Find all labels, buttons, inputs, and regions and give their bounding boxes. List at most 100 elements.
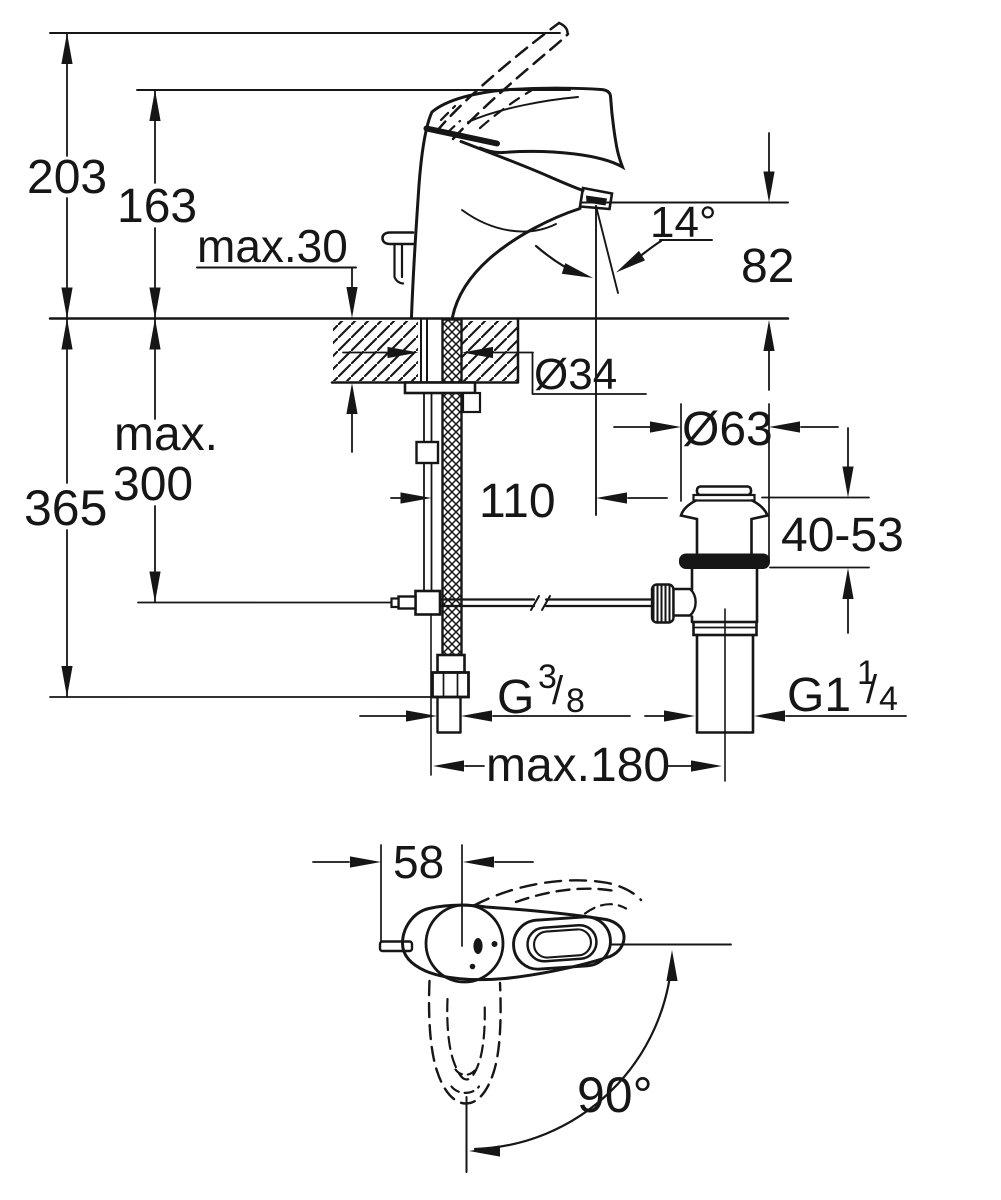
arrowhead xyxy=(650,421,681,433)
dim-label-g114-num: 1 xyxy=(857,654,876,692)
hose-ferrule xyxy=(436,653,466,674)
plan-dot-right xyxy=(491,941,498,947)
arrowhead xyxy=(433,760,464,772)
dim-203-365 xyxy=(61,32,73,698)
side-view-labels: 203 163 max.30 14° 82 Ø34 max. 300 365 1… xyxy=(24,151,904,792)
dim-label-g38-num: 3 xyxy=(538,658,557,696)
dim-label-g114-prefix: G1 xyxy=(787,669,851,722)
hose-hex-nut xyxy=(431,671,470,699)
spout-inner-contour xyxy=(461,209,557,233)
body-back-edge xyxy=(410,111,433,319)
dim-110 xyxy=(390,492,668,504)
dim-label-g38-prefix: G xyxy=(497,671,534,724)
plan-cartridge-circle xyxy=(424,903,505,984)
arrowhead xyxy=(666,950,678,981)
plan-body-outline xyxy=(400,903,626,982)
knob-stem xyxy=(672,587,697,617)
supply-thread-tube xyxy=(436,695,462,734)
arrowhead xyxy=(469,1145,500,1157)
dim-g114 xyxy=(644,710,907,722)
popup-rod-knob xyxy=(381,231,415,246)
rod-coupler-block xyxy=(414,589,442,616)
handle-opening-inner xyxy=(532,928,593,959)
plan-handle-forward-dashed xyxy=(427,979,502,1173)
rod-coupler-tip xyxy=(390,597,400,609)
handle-opening-outer xyxy=(512,915,612,971)
dim-label-90deg: 90° xyxy=(577,1067,653,1123)
hex-facet-lines xyxy=(442,671,459,698)
arrowhead xyxy=(664,710,695,722)
arrowhead xyxy=(61,33,73,64)
dim-dia34 xyxy=(342,346,647,395)
dim-max30 xyxy=(196,266,358,453)
waste-plug-cap xyxy=(695,485,753,497)
arrowhead xyxy=(842,466,854,498)
arrowhead xyxy=(842,568,854,599)
arrowhead xyxy=(149,318,161,350)
dim-82 xyxy=(763,132,775,391)
popup-rod-tab-plan xyxy=(378,940,414,953)
dim-label-max30: max.30 xyxy=(197,220,348,272)
arrowhead xyxy=(754,710,785,722)
forward-dash-inner xyxy=(446,997,486,1081)
arrowhead xyxy=(769,421,800,433)
aerator-block xyxy=(578,186,614,211)
forward-dash-arc2 xyxy=(454,1068,477,1076)
arrowhead xyxy=(149,287,161,319)
plan-handle-swing-dashed xyxy=(472,879,643,915)
arrowhead xyxy=(596,492,627,504)
arrowhead xyxy=(400,492,432,504)
dim-58 xyxy=(312,844,534,947)
dim-g38 xyxy=(359,710,631,722)
arrowhead xyxy=(346,383,358,414)
forward-dash-arc1 xyxy=(450,1085,481,1094)
arrowhead xyxy=(763,171,775,203)
dim-label-g38-slash: / xyxy=(552,669,564,713)
dim-label-max180: max.180 xyxy=(486,739,670,792)
faucet-body xyxy=(381,86,626,319)
dim-label-max: max. xyxy=(114,408,218,461)
swivel-arc xyxy=(473,955,674,1151)
dim-label-14deg: 14° xyxy=(650,198,717,247)
extension-lines xyxy=(680,403,770,562)
raised-lever-mid-dash xyxy=(478,88,534,130)
raised-lever-tip-dash xyxy=(557,21,569,36)
waste-set xyxy=(650,485,770,782)
arrowhead xyxy=(149,90,161,121)
handle-lever-outline xyxy=(430,86,626,171)
arrowhead xyxy=(61,287,73,319)
waste-seal-ring xyxy=(679,553,770,569)
dim-label-40-53: 40-53 xyxy=(781,509,904,562)
arrowhead xyxy=(612,250,646,278)
arrowhead xyxy=(149,571,161,603)
dim-40-53 xyxy=(761,427,870,634)
raised-lever-pivot-dash xyxy=(439,104,462,135)
rod-break-symbol xyxy=(530,595,551,611)
arrowhead xyxy=(61,318,73,350)
arrowhead xyxy=(463,856,494,868)
handle-opening-mid xyxy=(526,924,598,963)
swing-dash-end xyxy=(583,903,628,915)
dim-dia63 xyxy=(613,403,839,562)
spout-underside-edge xyxy=(451,207,582,319)
dim-163-max300 xyxy=(149,89,161,603)
raised-lever-inner-dash xyxy=(451,32,570,141)
waste-flare-right xyxy=(750,499,770,556)
arrowhead xyxy=(461,710,492,722)
arrowhead xyxy=(61,666,73,697)
dim-label-163: 163 xyxy=(117,180,197,233)
plan-dot-lower xyxy=(469,963,476,970)
popup-pull-rod xyxy=(423,392,433,592)
swing-dash-outer xyxy=(472,879,643,907)
waste-flare-left xyxy=(679,499,699,556)
arrowhead xyxy=(763,320,775,351)
dim-label-dia63: Ø63 xyxy=(682,403,773,456)
mounting-washer xyxy=(403,381,477,395)
stream-angle-line xyxy=(595,205,619,294)
rod-adjust-knob xyxy=(650,583,675,624)
dim-label-110: 110 xyxy=(479,475,556,528)
dim-label-203: 203 xyxy=(27,151,107,204)
plan-view-labels: 58 90° xyxy=(393,836,653,1123)
